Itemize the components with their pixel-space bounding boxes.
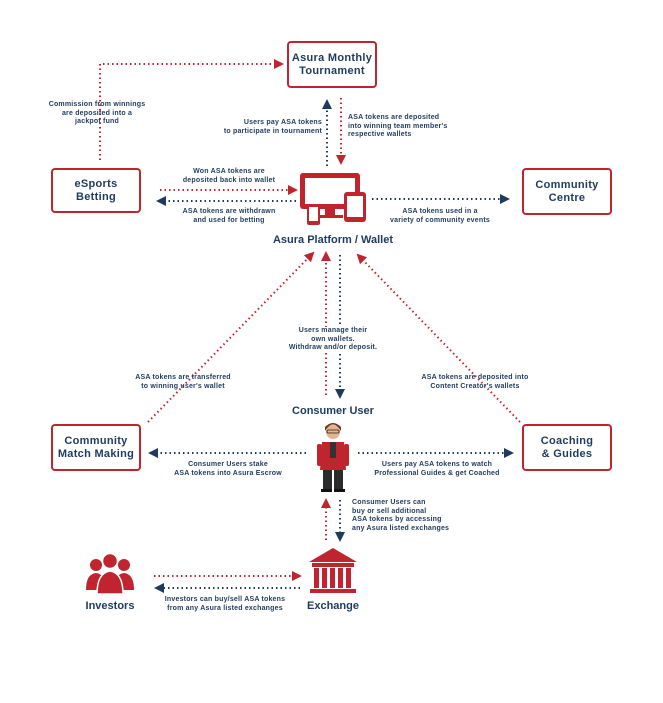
esports-line-1: eSports [74,177,118,190]
label-transferred-winning: ASA tokens are transferred to winning us… [135,374,231,390]
label-community-events: ASA tokens used in a variety of communit… [390,208,490,224]
community-centre-line-1: Community [535,178,599,191]
tournament-box: Asura Monthly Tournament [287,41,377,88]
tournament-line-2: Tournament [299,64,365,77]
label-stake-escrow: Consumer Users stake ASA tokens into Asu… [174,461,282,477]
bank-building-icon [309,548,357,593]
community-centre-line-2: Centre [548,191,586,204]
phone-icon [307,204,320,225]
tablet-icon [344,192,366,222]
label-manage-wallets: Users manage their own wallets. Withdraw… [278,327,388,353]
label-pay-guides: Users pay ASA tokens to watch Profession… [374,461,500,477]
label-buy-sell: Consumer Users can buy or sell additiona… [352,499,450,532]
arrow-content-creator [356,253,521,423]
match-making-box: Community Match Making [51,424,141,471]
label-pay-tournament: Users pay ASA tokens to participate in t… [223,119,322,135]
esports-box: eSports Betting [51,168,141,213]
label-commission: Commission from winnings are deposited i… [48,101,146,125]
arrow-commission [99,59,284,160]
label-content-creator: ASA tokens are deposited into Content Cr… [421,374,529,390]
match-making-line-2: Match Making [57,447,135,460]
coaching-box: Coaching & Guides [522,424,612,471]
esports-line-2: Betting [76,190,116,203]
person-icon [317,423,349,492]
investors-title: Investors [85,600,135,612]
consumer-title: Consumer User [292,405,374,417]
platform-title: Asura Platform / Wallet [272,234,393,246]
arrow-transferred-winning [147,251,315,423]
label-deposit-winning: ASA tokens are deposited into winning te… [348,114,448,138]
coaching-line-2: & Guides [541,447,593,460]
community-centre-box: Community Centre [522,168,612,215]
exchange-title: Exchange [307,600,359,612]
label-withdrawn-betting: ASA tokens are withdrawn and used for be… [182,208,276,224]
coaching-line-1: Coaching [540,434,594,447]
label-investors-trade: Investors can buy/sell ASA tokens from a… [164,596,286,612]
tournament-line-1: Asura Monthly [291,51,373,64]
match-making-line-1: Community [64,434,128,447]
label-won-tokens: Won ASA tokens are deposited back into w… [182,168,276,184]
investors-group-icon [86,552,134,595]
